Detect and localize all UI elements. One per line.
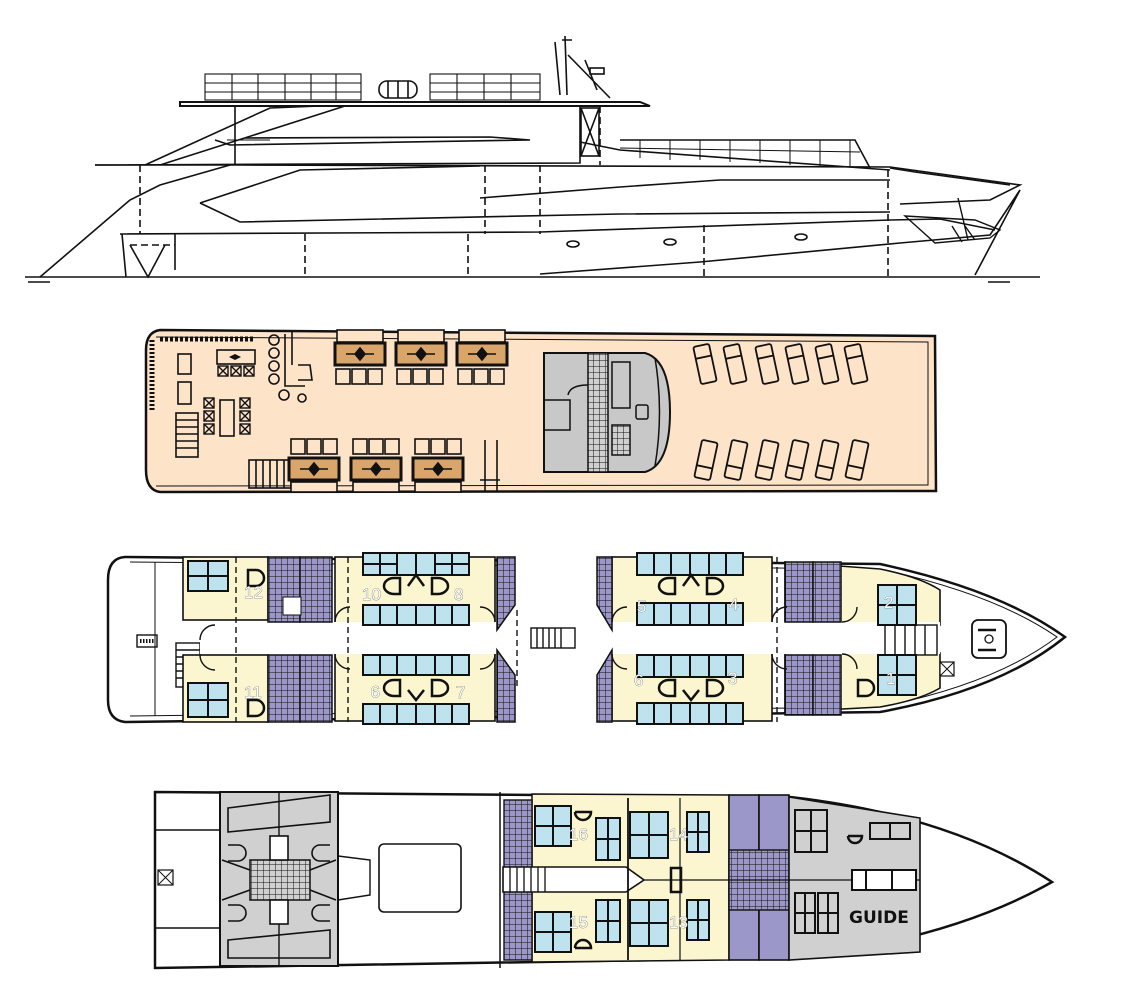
cabin-label-10: 10 <box>362 585 381 604</box>
hatch <box>378 843 462 913</box>
mast-icon <box>554 35 611 99</box>
lower-deck: 16 14 15 13 GUIDE <box>153 790 1055 970</box>
cabin-label-16: 16 <box>569 825 588 844</box>
sun-deck <box>144 328 938 494</box>
cabin-label-9: 9 <box>371 682 380 701</box>
cabin-label-15: 15 <box>569 913 588 932</box>
cabin-label-6: 6 <box>634 671 643 690</box>
cabin-label-7: 7 <box>456 683 465 702</box>
cabin-label-8: 8 <box>454 585 463 604</box>
wheelhouse <box>543 352 672 473</box>
cabin-label-3: 3 <box>728 669 737 688</box>
bathrooms <box>267 556 842 723</box>
cabin-label-13: 13 <box>669 913 688 932</box>
cabin-label-12: 12 <box>244 583 263 602</box>
cabin-label-5: 5 <box>637 597 646 616</box>
cabin-label-11: 11 <box>244 683 262 702</box>
cabin-label-2: 2 <box>884 593 893 612</box>
beds <box>187 552 917 725</box>
cabin-label-14: 14 <box>669 825 688 844</box>
side-elevation <box>25 35 1040 283</box>
windlass-icon <box>971 619 1007 659</box>
bar-stools <box>203 365 255 435</box>
cabin-label-1: 1 <box>886 669 895 688</box>
anchor-icon <box>903 197 1002 244</box>
main-deck-cabin-labels: 12 11 10 8 9 7 5 4 6 3 2 1 <box>244 583 896 703</box>
sun-loungers <box>692 343 870 481</box>
main-deck: 12 11 10 8 9 7 5 4 6 3 2 1 <box>106 552 1068 725</box>
solar-panels <box>204 73 541 101</box>
dining-tables <box>287 329 509 493</box>
guide-cabin-label: GUIDE <box>849 908 909 928</box>
cabin-label-4: 4 <box>729 595 738 614</box>
lower-deck-cabin-labels: 16 14 15 13 GUIDE <box>569 825 909 933</box>
